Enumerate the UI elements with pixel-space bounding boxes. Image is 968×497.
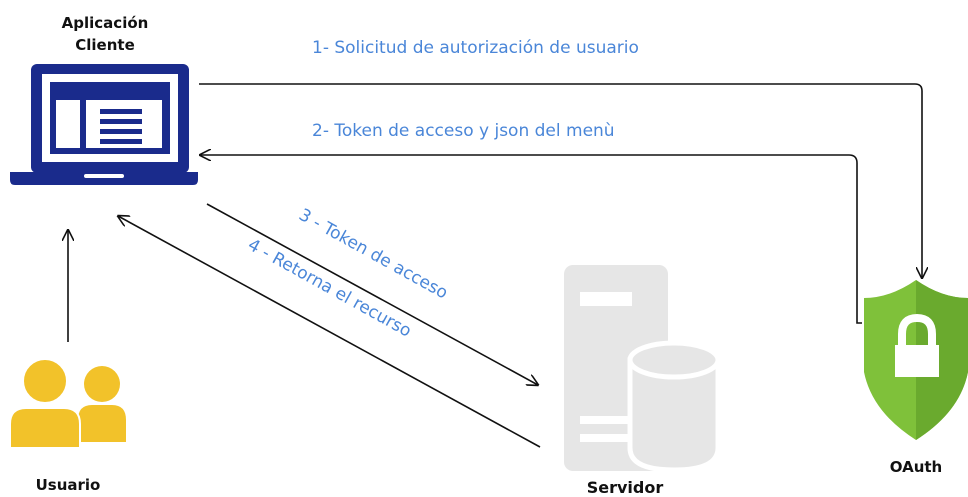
arrow-3-token-to-server (206, 203, 538, 385)
server-database-icon (564, 265, 721, 473)
arrow-4-resource-return (118, 216, 541, 448)
client-label-line2: Cliente (75, 36, 135, 54)
client-label: Aplicación Cliente (30, 12, 180, 56)
oauth-label: OAuth (889, 458, 943, 476)
arrow-2-token-response (200, 155, 862, 324)
client-label-line1: Aplicación (61, 14, 149, 32)
arrow-1-request (199, 83, 922, 278)
message-2: 2- Token de acceso y json del menù (312, 121, 615, 141)
shield-lock-icon (864, 280, 968, 440)
laptop-icon (10, 64, 198, 185)
users-icon (9, 358, 126, 449)
message-1: 1- Solicitud de autorización de usuario (312, 38, 639, 58)
user-label: Usuario (35, 476, 101, 494)
server-label: Servidor (586, 478, 664, 497)
